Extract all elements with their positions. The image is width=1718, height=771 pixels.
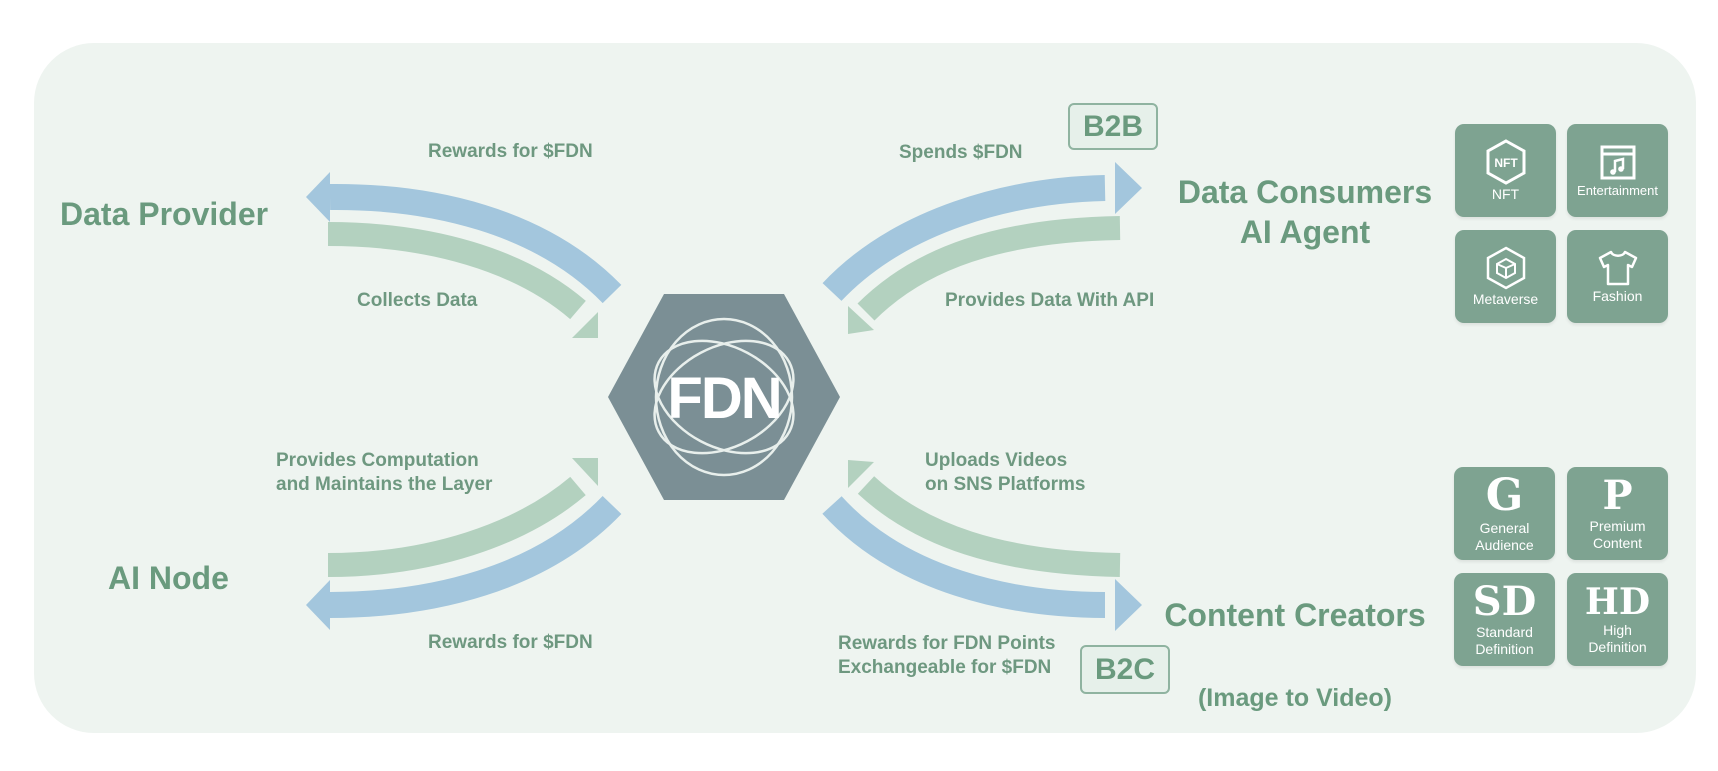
fdn-hexagon-logo: FDN bbox=[608, 294, 840, 500]
b2c-badge: B2C bbox=[1080, 645, 1170, 694]
fdn-logo-text: FDN bbox=[667, 366, 780, 431]
label-collects-data: Collects Data bbox=[357, 290, 478, 311]
arrow-rewards-to-data-provider bbox=[329, 183, 622, 304]
diagram-panel bbox=[34, 43, 1696, 733]
data-provider-title: Data Provider bbox=[60, 196, 269, 232]
arrow-collects-data bbox=[327, 222, 586, 320]
tile-label: Premium Content bbox=[1589, 517, 1646, 551]
tile-standard-definition: SD Standard Definition bbox=[1454, 573, 1555, 666]
metaverse-cube-icon bbox=[1486, 246, 1525, 290]
arrow-uploads-videos bbox=[857, 476, 1121, 577]
label-rewards-ai-node: Rewards for $FDN bbox=[428, 632, 593, 653]
tile-premium-content: P Premium Content bbox=[1567, 467, 1668, 560]
ai-node-title: AI Node bbox=[108, 560, 229, 596]
arrowhead-rewards-to-ai-node bbox=[306, 580, 330, 630]
arrowhead-provides-data-api bbox=[848, 306, 874, 334]
hd-icon: HD bbox=[1584, 580, 1651, 623]
label-spends-fdn: Spends $FDN bbox=[899, 142, 1023, 163]
arrowhead-rewards-to-data-provider bbox=[306, 172, 330, 222]
arrowhead-collects-data bbox=[572, 312, 598, 338]
music-calendar-icon bbox=[1600, 145, 1635, 180]
tile-label: Entertainment bbox=[1577, 183, 1658, 198]
label-provides-computation: Provides Computation and Maintains the L… bbox=[276, 450, 493, 495]
arrowhead-rewards-fdn-points bbox=[1115, 579, 1142, 631]
label-rewards-fdn-points: Rewards for FDN Points Exchangeable for … bbox=[838, 633, 1056, 678]
content-creators-name: Content Creators bbox=[1164, 597, 1426, 633]
tile-label: General Audience bbox=[1475, 519, 1534, 553]
tile-metaverse: Metaverse bbox=[1455, 230, 1556, 323]
tile-nft: NFT NFT bbox=[1455, 124, 1556, 217]
content-creators-subtitle: (Image to Video) bbox=[1197, 684, 1392, 712]
tile-fashion: Fashion bbox=[1567, 230, 1668, 323]
tile-label: High Definition bbox=[1588, 621, 1647, 655]
rating-g-icon: G bbox=[1485, 469, 1524, 521]
sd-icon: SD bbox=[1472, 577, 1537, 625]
b2b-badge: B2B bbox=[1068, 103, 1158, 150]
tile-label: Metaverse bbox=[1472, 291, 1539, 307]
nft-icon: NFT bbox=[1486, 139, 1525, 185]
arrowhead-spends-fdn bbox=[1115, 162, 1142, 214]
label-provides-data-api: Provides Data With API bbox=[945, 290, 1155, 311]
svg-text:NFT: NFT bbox=[1494, 156, 1518, 170]
tile-label: NFT bbox=[1491, 186, 1520, 202]
data-consumers-title: Data Consumers AI Agent bbox=[1177, 174, 1433, 250]
arrow-rewards-fdn-points bbox=[822, 496, 1106, 618]
label-uploads-videos: Uploads Videos on SNS Platforms bbox=[925, 450, 1086, 495]
content-creators-title: Content Creators (Image to Video) bbox=[1150, 555, 1440, 715]
arrowhead-uploads-videos bbox=[848, 460, 874, 488]
tile-high-definition: HD High Definition bbox=[1567, 573, 1668, 666]
arrow-provides-data-api bbox=[857, 216, 1121, 321]
arrowhead-provides-computation bbox=[572, 458, 598, 486]
tile-entertainment: Entertainment bbox=[1567, 124, 1668, 217]
tile-general-audience: G General Audience bbox=[1454, 467, 1555, 560]
arrow-provides-computation bbox=[327, 476, 586, 577]
arrow-rewards-to-ai-node bbox=[329, 495, 622, 618]
label-rewards-data-provider: Rewards for $FDN bbox=[428, 141, 593, 162]
tshirt-icon bbox=[1598, 250, 1637, 286]
tile-label: Standard Definition bbox=[1475, 623, 1534, 657]
tile-label: Fashion bbox=[1592, 288, 1643, 304]
arrow-spends-fdn bbox=[822, 175, 1106, 302]
premium-p-icon: P bbox=[1602, 471, 1633, 519]
